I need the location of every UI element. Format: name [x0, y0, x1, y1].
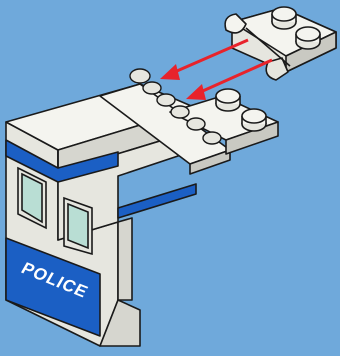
stud	[296, 27, 320, 49]
stud	[216, 89, 240, 111]
stud	[272, 7, 296, 29]
stud	[242, 109, 266, 131]
window-glass	[68, 204, 88, 248]
